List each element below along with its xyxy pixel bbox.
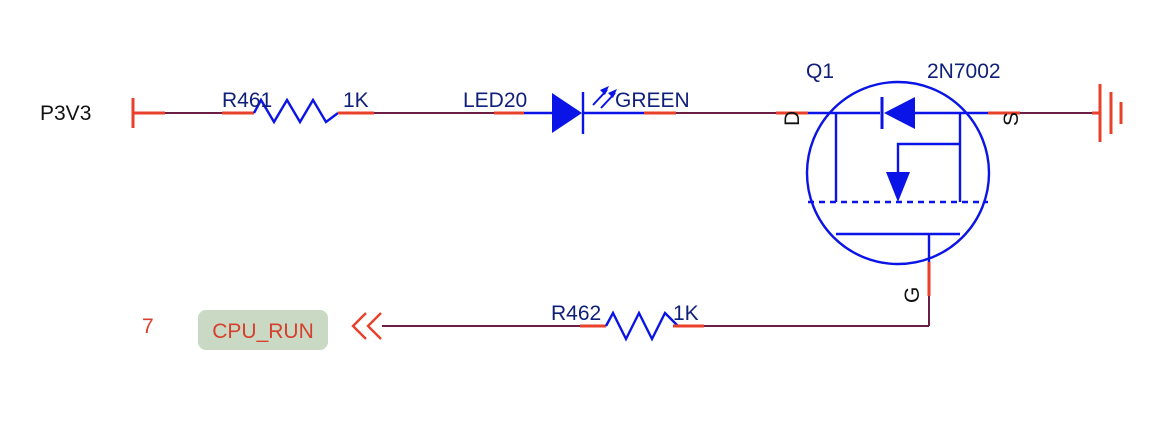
- ground-symbol[interactable]: [1092, 84, 1123, 142]
- q1-pin-d: D: [781, 111, 804, 126]
- resistor-r462[interactable]: [580, 310, 704, 342]
- port-number: 7: [142, 315, 154, 338]
- mosfet-q1[interactable]: [776, 80, 1020, 296]
- r461-ref: R461: [222, 89, 272, 112]
- r461-value: 1K: [343, 89, 369, 112]
- q1-pin-s: S: [1000, 112, 1023, 126]
- power-label: P3V3: [40, 102, 91, 125]
- q1-pin-g: G: [901, 287, 924, 303]
- r462-ref: R462: [551, 302, 601, 325]
- resistor-r461[interactable]: [222, 97, 374, 125]
- led20-ref: LED20: [463, 89, 527, 112]
- port-name: CPU_RUN: [212, 320, 314, 343]
- power-bar[interactable]: [131, 98, 165, 128]
- led20-value: GREEN: [615, 89, 690, 112]
- off-page-connector-icon[interactable]: [351, 312, 382, 340]
- port-cpu-run[interactable]: CPU_RUN: [198, 310, 328, 350]
- r462-value: 1K: [673, 302, 699, 325]
- led-emission-arrows: [592, 86, 617, 109]
- led-led20[interactable]: [494, 92, 676, 134]
- q1-ref: Q1: [806, 60, 834, 83]
- q1-part: 2N7002: [927, 60, 1001, 83]
